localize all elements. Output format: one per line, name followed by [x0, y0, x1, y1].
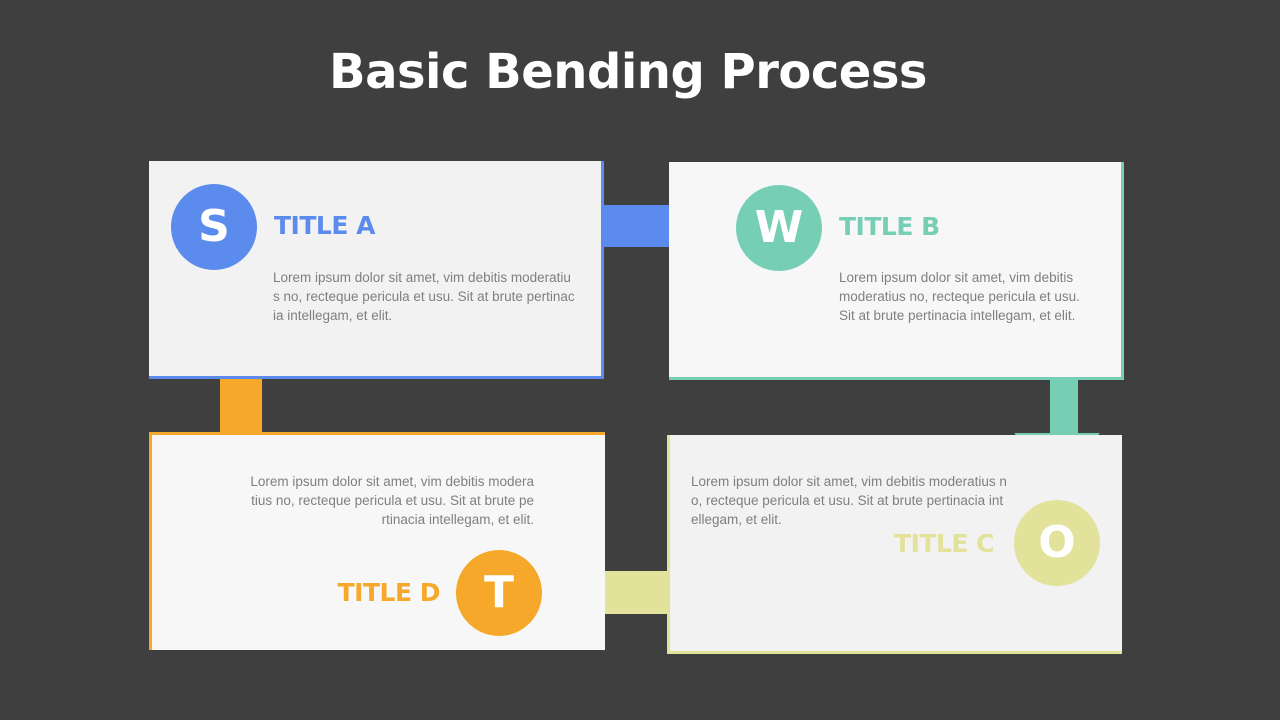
step-c-description: Lorem ipsum dolor sit amet, vim debitis …	[691, 474, 1007, 527]
step-d-letter-badge: T	[456, 550, 542, 636]
step-b-letter-badge: W	[736, 185, 822, 271]
step-a-description: Lorem ipsum dolor sit amet, vim debitis …	[273, 270, 575, 323]
step-d-description: Lorem ipsum dolor sit amet, vim debitis …	[250, 474, 534, 527]
step-a-letter-badge: S	[171, 184, 257, 270]
step-c-title: TITLE C	[894, 529, 994, 558]
step-c-letter-badge: O	[1014, 500, 1100, 586]
step-a-title: TITLE A	[274, 211, 375, 240]
step-b-title: TITLE B	[839, 212, 940, 241]
page-title: Basic Bending Process	[328, 44, 928, 100]
step-card-d	[149, 432, 605, 650]
step-b-description: Lorem ipsum dolor sit amet, vim debitis …	[839, 270, 1080, 323]
step-card-b	[669, 162, 1124, 380]
step-d-title: TITLE D	[337, 578, 441, 607]
